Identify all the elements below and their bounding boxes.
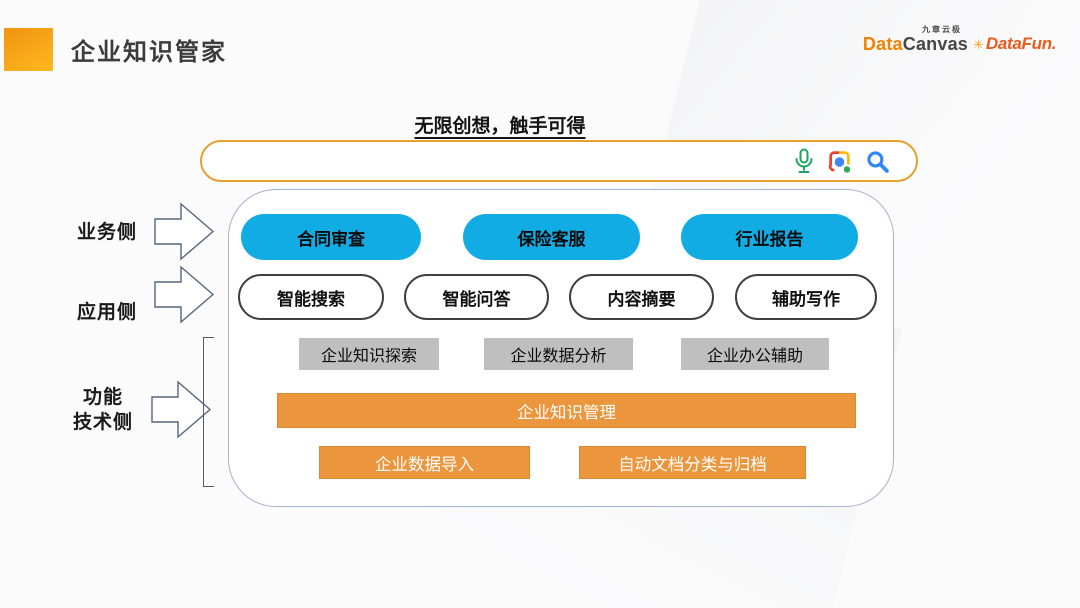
box-knowledge-explore: 企业知识探索 [299,338,439,370]
side-label-application: 应用侧 [76,302,137,323]
bar-knowledge-management: 企业知识管理 [277,393,856,428]
pill-writing-assist: 辅助写作 [735,274,877,320]
pill-smart-qa: 智能问答 [404,274,549,320]
lens-camera-icon[interactable] [827,149,852,174]
datafun-wordmark: DataFun. [985,34,1057,53]
side-label-function-line2: 技术侧 [72,411,133,433]
function-section-bracket [203,337,214,487]
pill-insurance-service: 保险客服 [463,214,640,260]
arrow-right-icon [151,380,212,439]
pill-content-summary: 内容摘要 [569,274,714,320]
bar-auto-doc-classify: 自动文档分类与归档 [579,446,806,479]
search-bar[interactable] [200,140,918,182]
search-magnifier-icon[interactable] [865,149,890,174]
side-label-business: 业务侧 [76,222,137,243]
side-label-function: 功能 技术侧 [48,386,158,435]
box-office-assist: 企业办公辅助 [681,338,829,370]
side-label-function-line1: 功能 [82,387,123,408]
page-title: 企业知识管家 [71,39,227,66]
datafun-dots-icon: ✳ [973,36,984,52]
title-accent-square [4,28,53,71]
datacanvas-logo: 九章云极 DataCanvas [852,26,968,54]
pill-smart-search: 智能搜索 [238,274,384,320]
search-icons [794,142,890,180]
bar-data-import: 企业数据导入 [319,446,530,479]
microphone-icon[interactable] [794,148,814,174]
pill-industry-report: 行业报告 [681,214,858,260]
box-data-analysis: 企业数据分析 [484,338,633,370]
search-tagline: 无限创想，触手可得 [414,116,586,137]
arrow-right-icon [154,265,215,324]
datafun-logo: ✳ DataFun. [973,34,1057,54]
datacanvas-cn-label: 九章云极 [922,25,962,34]
arrow-right-icon [154,202,215,261]
search-input[interactable] [222,144,782,178]
pill-contract-review: 合同审查 [241,214,421,260]
datacanvas-wordmark: DataCanvas [862,34,968,54]
